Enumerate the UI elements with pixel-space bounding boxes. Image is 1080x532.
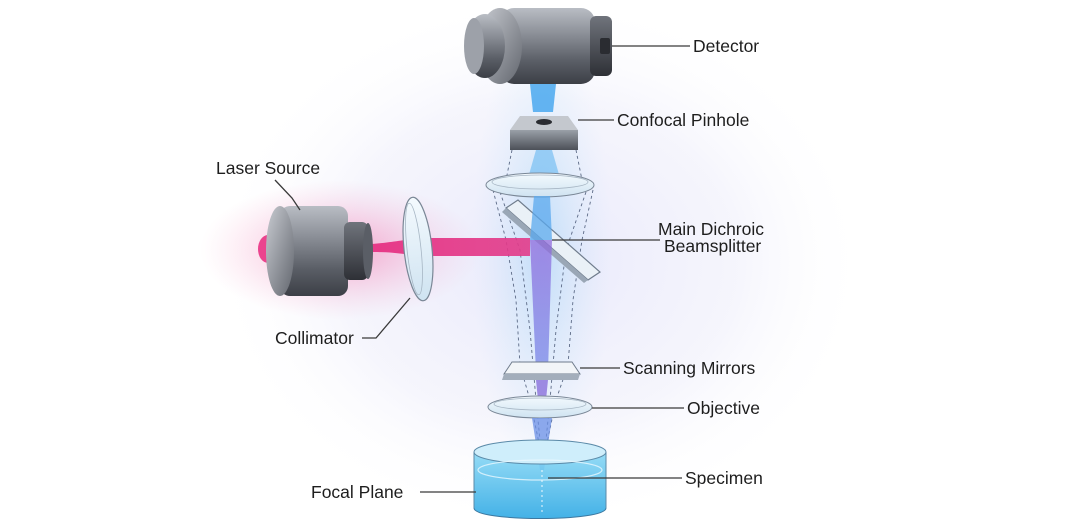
label-beamsplitter: Beamsplitter [664, 236, 761, 256]
label-specimen: Specimen [685, 468, 763, 488]
label-objective: Objective [687, 398, 760, 418]
leader-laser-source [274, 179, 301, 211]
label-main-dichroic: Main Dichroic [658, 219, 764, 239]
label-focal-plane: Focal Plane [311, 482, 403, 502]
excitation-beam-lower [536, 380, 548, 400]
confocal-pinhole-block [510, 116, 578, 150]
emission-beam-upper [528, 150, 560, 178]
objective-lens [487, 395, 593, 419]
excitation-beam-main [530, 240, 552, 372]
label-detector: Detector [693, 36, 759, 56]
emission-to-detector [530, 84, 556, 112]
label-confocal-pinhole: Confocal Pinhole [617, 110, 749, 130]
label-collimator: Collimator [275, 328, 354, 348]
scanning-mirrors [502, 361, 581, 380]
collimator-lens [402, 196, 434, 302]
leader-lines [274, 45, 690, 493]
label-laser-source: Laser Source [216, 158, 320, 178]
detector-body [464, 8, 612, 84]
emission-beam-middle [530, 196, 552, 240]
label-scanning-mirrors: Scanning Mirrors [623, 358, 756, 378]
specimen-dish [473, 439, 607, 519]
laser-source-body [266, 206, 373, 296]
leader-collimator [362, 297, 411, 339]
tube-lens [485, 172, 595, 198]
